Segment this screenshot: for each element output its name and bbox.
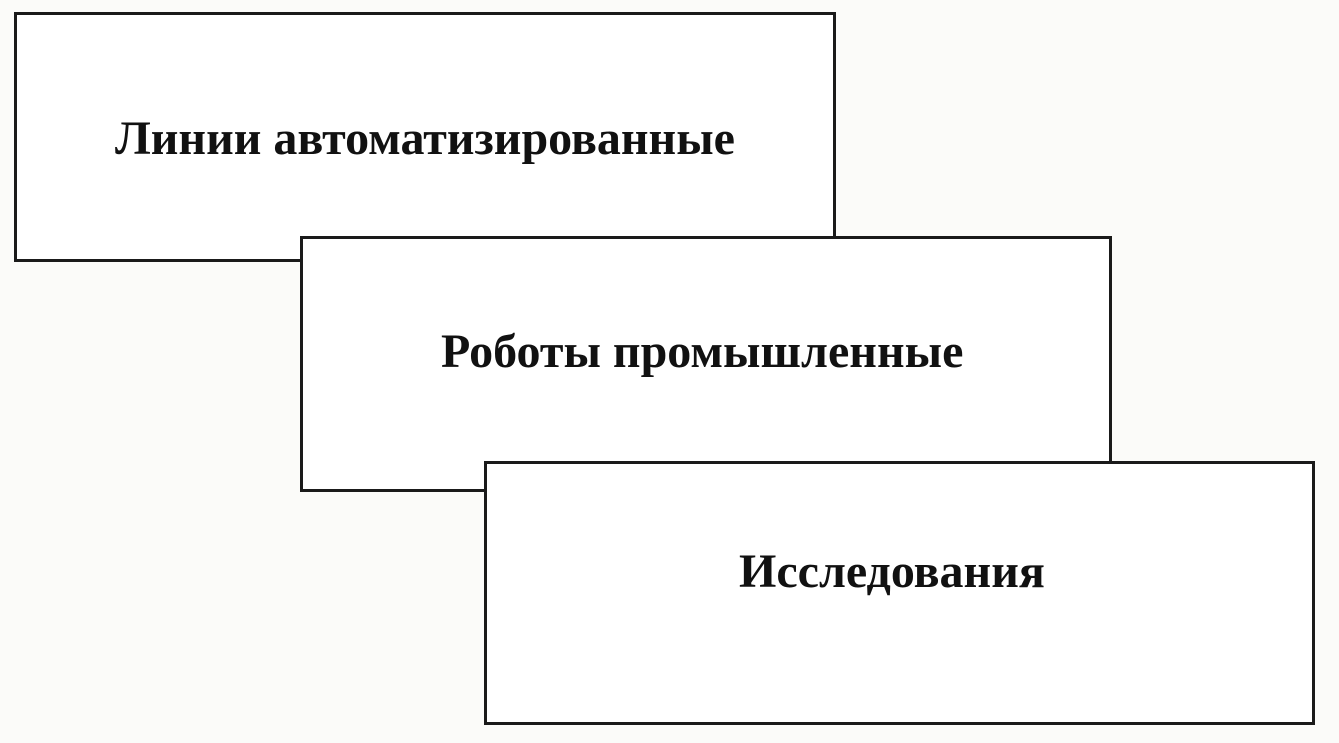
diagram-box-industrial-robots: Роботы промышленные — [300, 236, 1112, 492]
box-label: Роботы промышленные — [441, 325, 964, 378]
box-label: Исследования — [739, 545, 1045, 598]
diagram-box-automated-lines: Линии автоматизированные — [14, 12, 836, 262]
diagram-box-research: Исследования — [484, 461, 1315, 725]
box-label: Линии автоматизированные — [115, 112, 735, 165]
